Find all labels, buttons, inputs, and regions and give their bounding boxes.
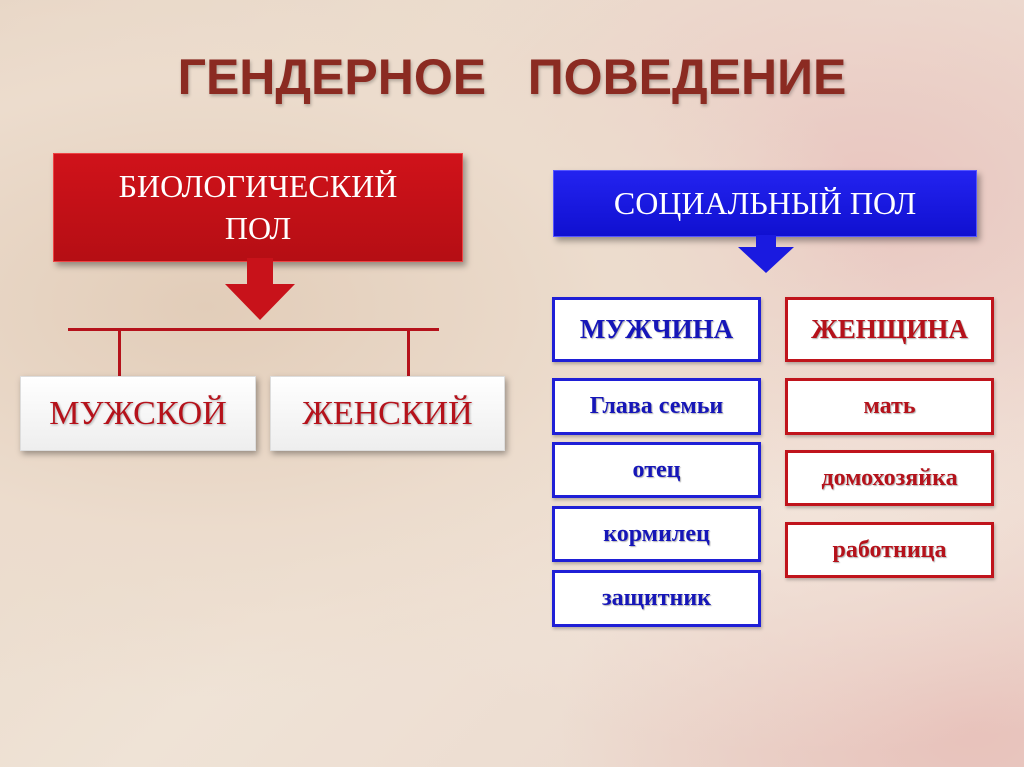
connector-line [407, 328, 410, 378]
connector-line [118, 328, 121, 378]
male-role: кормилец [552, 506, 761, 562]
arrow-down-icon [225, 258, 295, 320]
arrow-down-icon [738, 235, 794, 273]
female-box: ЖЕНСКИЙ [270, 376, 505, 451]
male-role: защитник [552, 570, 761, 627]
male-box: МУЖСКОЙ [20, 376, 256, 451]
woman-header: ЖЕНЩИНА [785, 297, 994, 362]
male-role: Глава семьи [552, 378, 761, 435]
social-gender-header: СОЦИАЛЬНЫЙ ПОЛ [553, 170, 977, 237]
female-role: домохозяйка [785, 450, 994, 506]
female-role: работница [785, 522, 994, 578]
female-role: мать [785, 378, 994, 435]
man-header: МУЖЧИНА [552, 297, 761, 362]
biological-sex-header: БИОЛОГИЧЕСКИЙ ПОЛ [53, 153, 463, 262]
connector-line [68, 328, 439, 331]
slide-title: ГЕНДЕРНОЕ ПОВЕДЕНИЕ [177, 49, 847, 105]
male-role: отец [552, 442, 761, 498]
